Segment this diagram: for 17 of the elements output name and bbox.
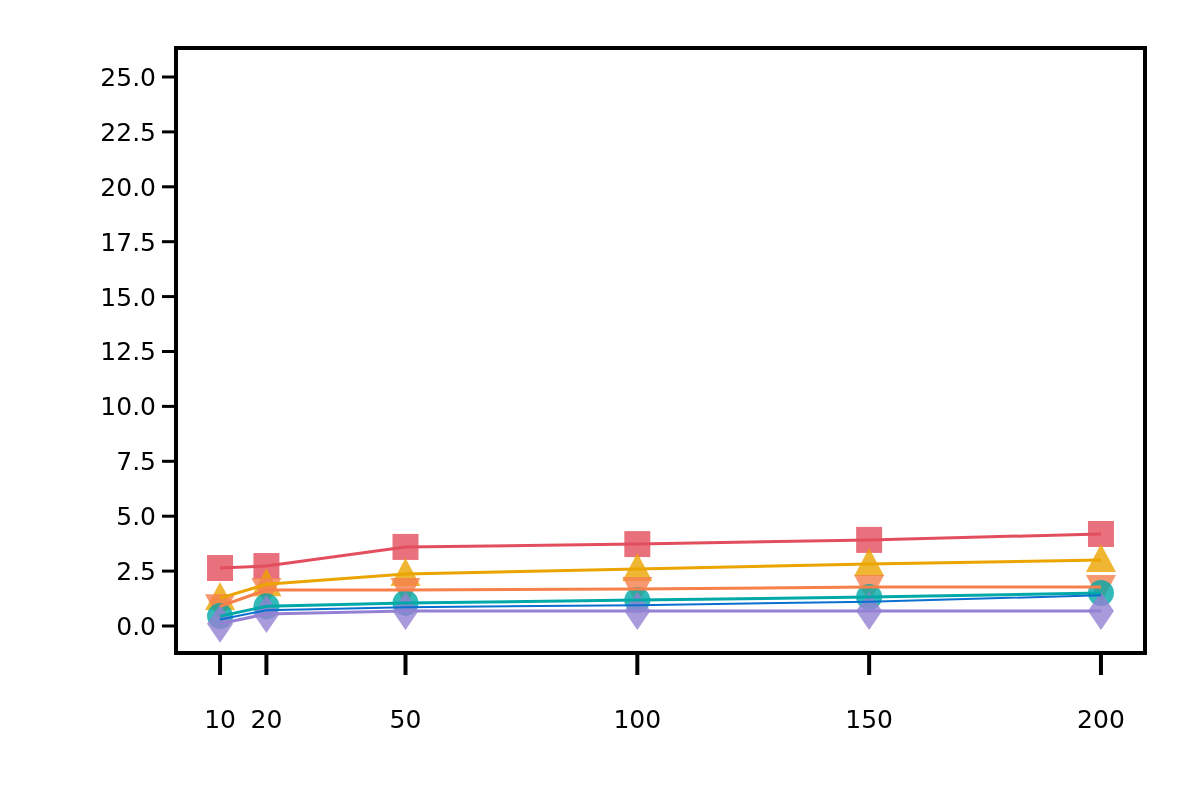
tick-label: 25.0 bbox=[100, 63, 156, 92]
tick-label: 15.0 bbox=[100, 282, 156, 312]
tick-label: 10.0 bbox=[100, 392, 156, 422]
tick-label: 200 bbox=[1077, 705, 1125, 734]
tick-label: 7.5 bbox=[116, 447, 156, 477]
tick-label: 10 bbox=[204, 705, 236, 734]
tick-label: 150 bbox=[845, 705, 893, 734]
tick-label: 12.5 bbox=[100, 337, 156, 367]
tick-label: 100 bbox=[613, 705, 662, 734]
tick-label: 0.0 bbox=[116, 612, 156, 641]
tick-label: 17.5 bbox=[100, 227, 156, 257]
tick-label: 20.0 bbox=[100, 172, 156, 202]
tick-label: 2.5 bbox=[116, 557, 156, 587]
tick-label: 50 bbox=[389, 705, 422, 734]
tick-label: 5.0 bbox=[116, 502, 156, 532]
tick-label: 20 bbox=[250, 705, 283, 734]
tick-label: 22.5 bbox=[100, 117, 156, 147]
